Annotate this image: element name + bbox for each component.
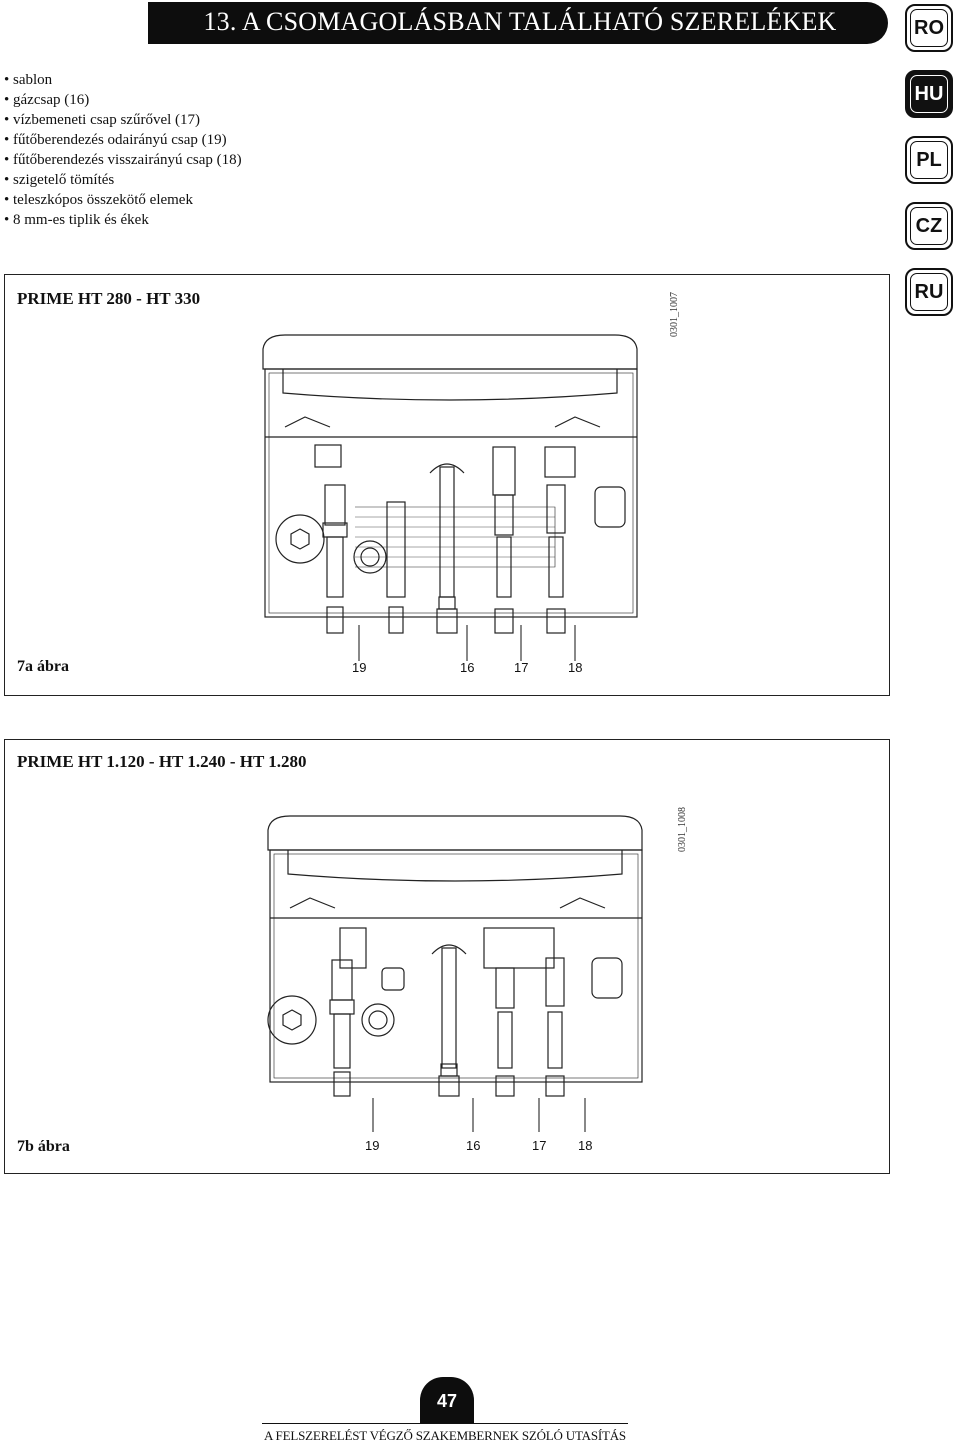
list-item: gázcsap (16) (4, 90, 242, 110)
callout-17: 17 (532, 1138, 547, 1153)
figure-label: 7a ábra (17, 658, 69, 675)
figure-label: 7b ábra (17, 1138, 70, 1155)
callout-18: 18 (578, 1138, 593, 1153)
callout-leader-lines (358, 625, 576, 661)
drawing-code: 0301_1008 (677, 807, 688, 852)
language-tabs: RO HU PL CZ RU (905, 4, 959, 334)
figure-title: PRIME HT 280 - HT 330 (17, 289, 201, 308)
callout-19: 19 (365, 1138, 380, 1153)
callout-18: 18 (568, 660, 583, 675)
list-item: 8 mm-es tiplik és ékek (4, 210, 242, 230)
package-contents-list: sablon gázcsap (16) vízbemeneti csap szű… (4, 70, 242, 230)
boiler-drawing (267, 815, 643, 1097)
page-number: 47 (420, 1377, 474, 1423)
list-item: fűtőberendezés odairányú csap (19) (4, 130, 242, 150)
lang-tab-hu[interactable]: HU (905, 70, 953, 118)
lang-tab-ro[interactable]: RO (905, 4, 953, 52)
list-item: szigetelő tömítés (4, 170, 242, 190)
footer-divider (262, 1423, 628, 1424)
lang-tab-cz[interactable]: CZ (905, 202, 953, 250)
list-item: vízbemeneti csap szűrővel (17) (4, 110, 242, 130)
figure-title: PRIME HT 1.120 - HT 1.240 - HT 1.280 (17, 752, 307, 771)
list-item: teleszkópos összekötő elemek (4, 190, 242, 210)
lang-tab-ru[interactable]: RU (905, 268, 953, 316)
lang-tab-pl[interactable]: PL (905, 136, 953, 184)
callout-17: 17 (514, 660, 529, 675)
header-bar (148, 2, 888, 44)
callout-19: 19 (352, 660, 367, 675)
drawing-code: 0301_1007 (669, 292, 680, 337)
footer-text: A FELSZERELÉST VÉGZŐ SZAKEMBERNEK SZÓLÓ … (264, 1428, 626, 1443)
figure-7b: PRIME HT 1.120 - HT 1.240 - HT 1.280 030… (4, 739, 890, 1174)
boiler-drawing (262, 334, 638, 634)
list-item: fűtőberendezés visszairányú csap (18) (4, 150, 242, 170)
list-item: sablon (4, 70, 242, 90)
callout-16: 16 (460, 660, 475, 675)
callout-16: 16 (466, 1138, 481, 1153)
callout-leader-lines (372, 1098, 586, 1132)
page-title: 13. A CSOMAGOLÁSBAN TALÁLHATÓ SZERELÉKEK (203, 7, 837, 36)
figure-7a: PRIME HT 280 - HT 330 0301_1007 (4, 274, 890, 696)
